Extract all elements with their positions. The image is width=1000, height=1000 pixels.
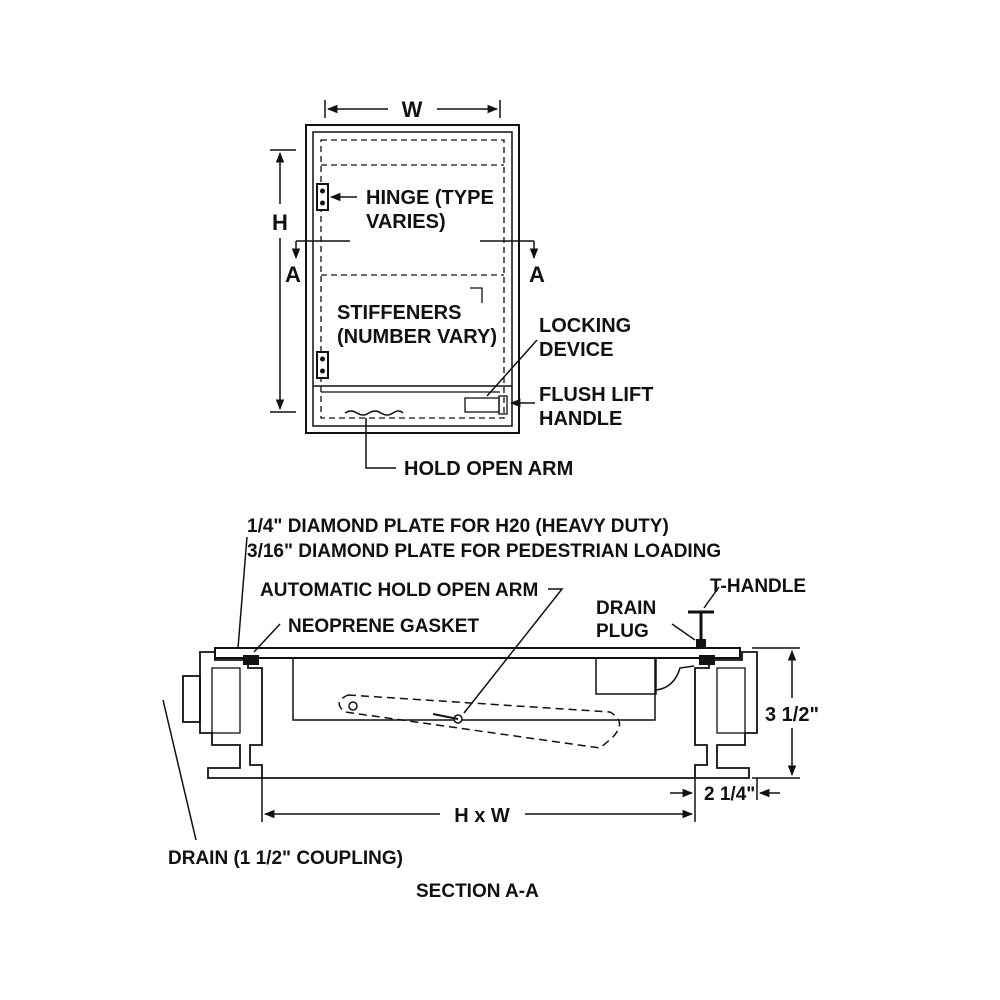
- drain-plug-leader: [671, 623, 696, 641]
- left-frame-profile: [199, 651, 263, 779]
- flange-dim-label: 2 1/4": [704, 784, 755, 805]
- neoprene-gasket-label: NEOPRENE GASKET: [288, 616, 479, 637]
- t-handle-leader: [703, 586, 720, 609]
- locking-device-label-line1: LOCKING: [539, 315, 631, 337]
- plate-leader: [237, 536, 248, 649]
- plan-labels: W H A A HINGE (TYPE VARIES) STIFFENERS (…: [272, 97, 653, 480]
- hinge-bottom: [316, 351, 329, 379]
- stiffeners-label-line1: STIFFENERS: [337, 302, 461, 324]
- hinge-label-line1: HINGE (TYPE: [366, 187, 494, 209]
- drain-plug-label-line2: PLUG: [596, 621, 649, 642]
- flush-lift-handle-label-line1: FLUSH LIFT: [539, 384, 653, 406]
- stiffener-section: [292, 658, 656, 721]
- hold-open-arm-shape: [344, 410, 404, 416]
- stiffeners-label-line2: (NUMBER VARY): [337, 326, 497, 348]
- hinge-top: [316, 183, 329, 211]
- diamond-plate: [214, 647, 741, 659]
- hatch-frame-inner: [312, 131, 513, 427]
- locking-leader: [486, 339, 538, 397]
- gasket-right: [699, 655, 715, 665]
- hold-open-leader: [365, 418, 396, 469]
- plan-view: [270, 100, 539, 469]
- plate-label-line1: 1/4" DIAMOND PLATE FOR H20 (HEAVY DUTY): [247, 516, 669, 537]
- t-handle-label: T-HANDLE: [710, 576, 806, 597]
- right-frame-profile: [694, 651, 758, 779]
- locking-device-shape: [498, 395, 508, 415]
- stiffeners-leader: [470, 287, 483, 303]
- hinge-label-line2: VARIES): [366, 211, 446, 233]
- auto-hold-open-arm-shape: [338, 694, 621, 749]
- flush-lift-handle-label-line2: HANDLE: [539, 408, 622, 430]
- depth-dim-label: 3 1/2": [765, 704, 819, 726]
- height-label: H: [272, 210, 288, 235]
- drain-plug-shape: [696, 639, 706, 649]
- drain-plug-label-line1: DRAIN: [596, 598, 656, 619]
- section-mark-right: A: [529, 262, 545, 287]
- cover-outline-dashed: [320, 139, 505, 419]
- auto-hold-open-arm-label: AUTOMATIC HOLD OPEN ARM: [260, 580, 538, 601]
- width-label: W: [402, 97, 423, 122]
- section-title: SECTION A-A: [416, 881, 539, 902]
- auto-arm-leader: [463, 588, 564, 714]
- locking-box: [595, 657, 657, 695]
- section-view: [162, 536, 800, 841]
- gasket-left: [243, 655, 259, 665]
- gasket-leader: [253, 623, 281, 653]
- drain-coupling: [182, 675, 201, 723]
- hatch-frame-outer: [305, 124, 520, 434]
- section-labels: 1/4" DIAMOND PLATE FOR H20 (HEAVY DUTY) …: [168, 516, 819, 902]
- drain-label: DRAIN (1 1/2" COUPLING): [168, 848, 403, 869]
- size-dim-label: H x W: [454, 805, 510, 827]
- locking-device-label-line2: DEVICE: [539, 339, 613, 361]
- hold-open-arm-label: HOLD OPEN ARM: [404, 458, 573, 480]
- flush-lift-handle-shape: [464, 397, 500, 413]
- drain-leader: [162, 699, 197, 841]
- plate-label-line2: 3/16" DIAMOND PLATE FOR PEDESTRIAN LOADI…: [247, 541, 721, 562]
- section-mark-left: A: [285, 262, 301, 287]
